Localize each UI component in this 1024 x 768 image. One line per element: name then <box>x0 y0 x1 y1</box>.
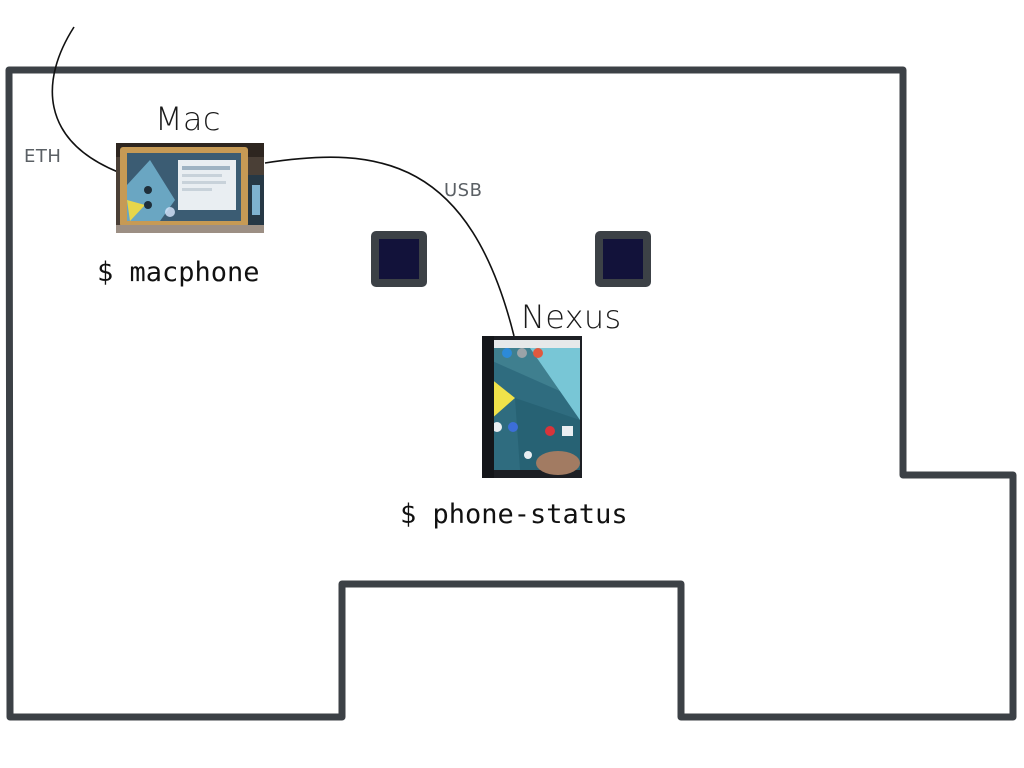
usb-label: USB <box>444 180 483 201</box>
pillar-left <box>371 231 427 287</box>
phone-photo-icon <box>482 336 582 478</box>
usb-cable <box>264 156 515 337</box>
mac-title: Mac <box>155 100 221 138</box>
room-wall-outline <box>5 66 1017 721</box>
laptop-photo-icon <box>116 143 264 233</box>
mac-command: $ macphone <box>97 257 260 288</box>
ethernet-label: ETH <box>24 146 62 167</box>
nexus-title: Nexus <box>521 298 622 336</box>
pillar-right <box>595 231 651 287</box>
ethernet-cable <box>51 26 119 173</box>
nexus-command: $ phone-status <box>400 499 628 530</box>
